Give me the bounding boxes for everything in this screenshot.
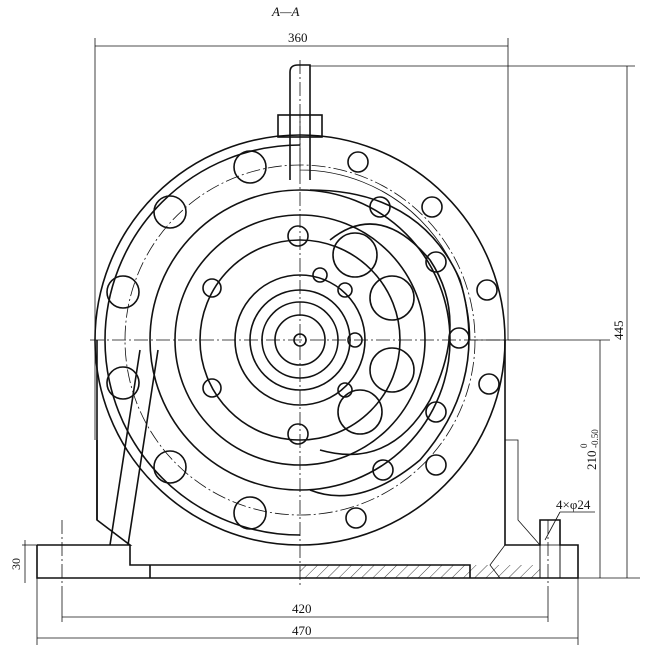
dim-center-height-upper-tol: 0 bbox=[579, 443, 589, 448]
dim-center-height-value: 210 bbox=[584, 451, 599, 471]
dim-holes: 4×φ24 bbox=[556, 497, 591, 512]
dim-height-445: 445 bbox=[611, 321, 626, 341]
dim-center-height: 210 0 -0.50 bbox=[579, 429, 600, 470]
dim-base-thickness: 30 bbox=[9, 558, 23, 570]
dimension-lines bbox=[22, 38, 640, 645]
dim-width-360: 360 bbox=[288, 30, 308, 45]
dim-hole-spacing: 420 bbox=[292, 601, 312, 616]
section-label: A—A bbox=[271, 4, 300, 19]
base bbox=[36, 439, 579, 579]
centerlines bbox=[61, 60, 549, 590]
bolts bbox=[106, 150, 500, 530]
dim-center-height-lower-tol: -0.50 bbox=[590, 429, 600, 448]
dim-base-length: 470 bbox=[292, 623, 312, 638]
inner-rings bbox=[149, 189, 470, 497]
